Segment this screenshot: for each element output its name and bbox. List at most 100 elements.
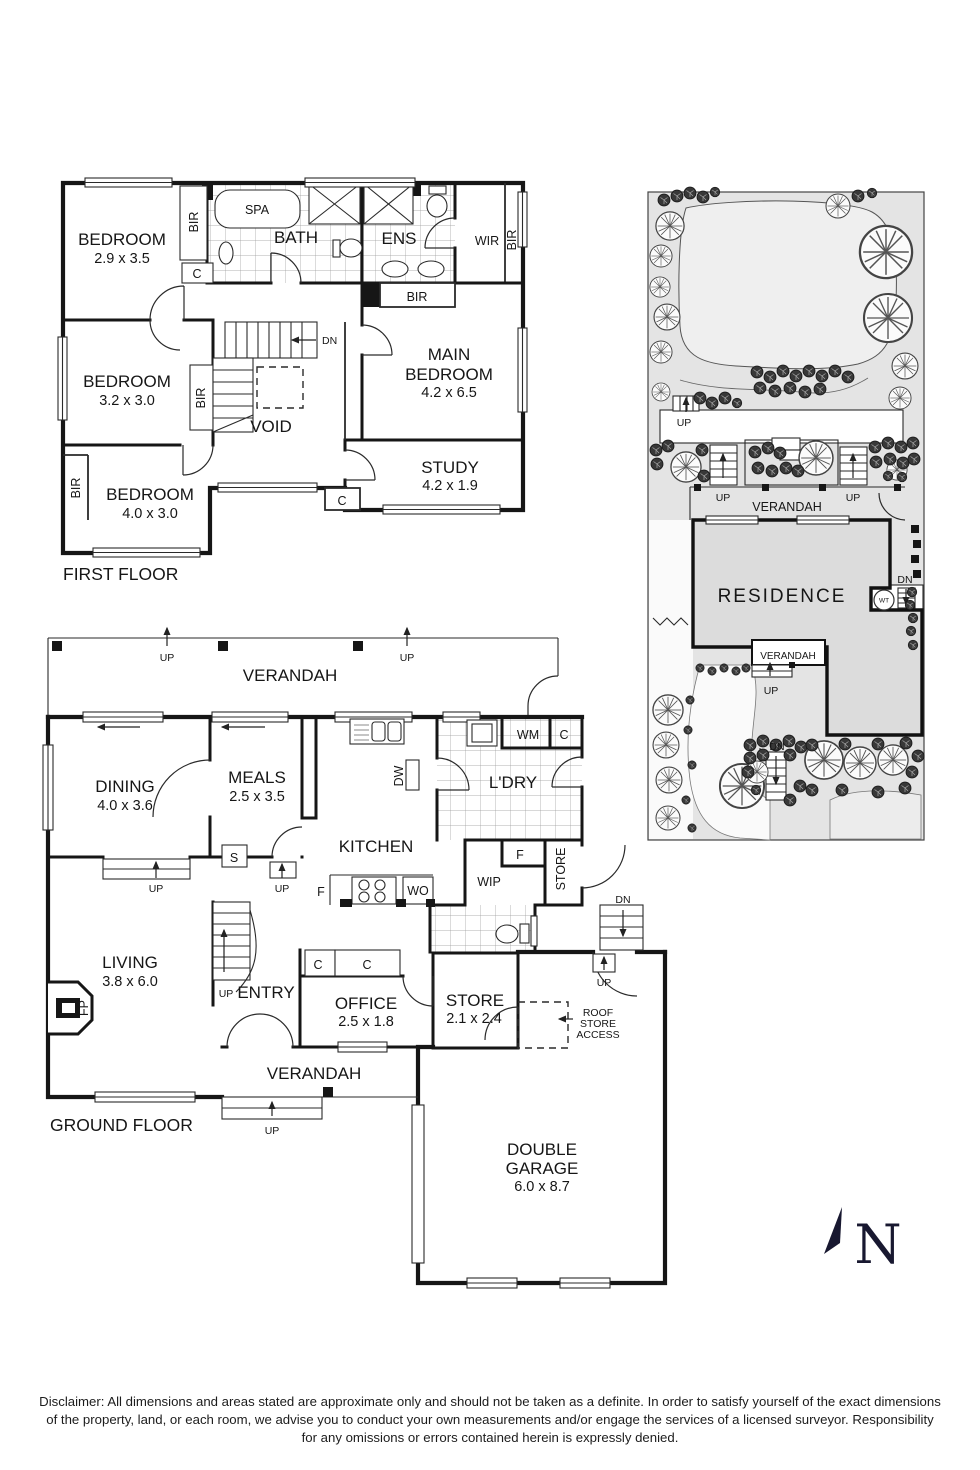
rear-steps xyxy=(592,904,644,973)
first-floor-title: FIRST FLOOR xyxy=(63,564,178,584)
wc-toilet-icon xyxy=(495,915,538,947)
label-bir: BIR xyxy=(187,212,201,233)
north-arrow-icon xyxy=(824,1207,842,1254)
label-bir: BIR xyxy=(194,388,208,409)
dim-garage: 6.0 x 8.7 xyxy=(514,1179,570,1195)
label-up: UP xyxy=(275,883,290,895)
north-letter: N xyxy=(854,1213,901,1276)
label-s: S xyxy=(230,851,238,865)
label-roof-access-3: ACCESS xyxy=(576,1029,619,1041)
site-verandah xyxy=(689,484,906,521)
label-up: UP xyxy=(716,492,731,504)
dishwasher-icon xyxy=(405,759,420,791)
label-wip: WIP xyxy=(477,875,501,889)
roof-store-access-outline xyxy=(517,1001,569,1049)
label-up: UP xyxy=(846,492,861,504)
label-bir: BIR xyxy=(407,290,428,304)
label-c: C xyxy=(192,267,201,281)
label-dn: DN xyxy=(322,335,337,347)
gate-icon xyxy=(652,617,689,626)
step-icon xyxy=(102,858,297,880)
label-bir: BIR xyxy=(505,230,519,251)
label-dn: DN xyxy=(897,574,912,586)
void-dashed-outline xyxy=(256,366,304,409)
dim-bedroom1: 2.9 x 3.5 xyxy=(94,251,150,267)
window xyxy=(42,711,611,1289)
dim-store: 2.1 x 2.4 xyxy=(446,1011,502,1027)
label-verandah: VERANDAH xyxy=(243,666,337,685)
site-plan: WT xyxy=(647,186,925,841)
dim-bedroom2: 3.2 x 3.0 xyxy=(99,393,155,409)
room-label-meals: MEALS xyxy=(228,768,286,787)
window xyxy=(57,177,528,558)
room-label-kitchen: KITCHEN xyxy=(339,837,414,856)
room-label-garage2: GARAGE xyxy=(506,1159,579,1178)
room-label-bedroom2: BEDROOM xyxy=(83,372,171,391)
c-closet xyxy=(324,487,361,511)
label-roof-access-1: ROOF xyxy=(583,1007,613,1019)
wall-pier xyxy=(413,183,421,196)
water-tank-icon: WT xyxy=(873,589,895,611)
label-up: UP xyxy=(219,988,234,1000)
disclaimer-line3: for any omissions or errors contained he… xyxy=(302,1430,679,1445)
ground-floor-title: GROUND FLOOR xyxy=(50,1115,193,1135)
room-label-dining: DINING xyxy=(95,777,155,796)
disclaimer: Disclaimer: All dimensions and areas sta… xyxy=(39,1394,941,1445)
room-label-bedroom1: BEDROOM xyxy=(78,230,166,249)
label-wo: WO xyxy=(407,884,429,898)
room-label-garage1: DOUBLE xyxy=(507,1140,577,1159)
shower-icon xyxy=(308,183,361,225)
lawn-area xyxy=(678,200,897,370)
label-residence: RESIDENCE xyxy=(718,586,847,607)
room-label-living: LIVING xyxy=(102,953,158,972)
label-bir: BIR xyxy=(69,478,83,499)
label-verandah2: VERANDAH xyxy=(267,1064,361,1083)
room-label-wir: WIR xyxy=(475,234,499,248)
site-verandah2 xyxy=(751,639,826,678)
rear-lawn-patch xyxy=(829,790,922,840)
garden-steps xyxy=(672,395,868,486)
garage-side-door xyxy=(411,1104,425,1264)
c-closet xyxy=(181,262,214,284)
dim-main-bedroom: 4.2 x 6.5 xyxy=(421,385,477,401)
verandah-structure xyxy=(47,626,559,717)
residence-windows xyxy=(705,515,850,525)
spa-bath-icon xyxy=(214,189,301,229)
label-f: F xyxy=(317,885,325,899)
disclaimer-line2: of the property, land, or each room, we … xyxy=(46,1412,934,1427)
bir-robe xyxy=(379,282,456,308)
basin-icon xyxy=(381,260,409,278)
room-label-study: STUDY xyxy=(421,458,479,477)
room-label-laundry: L'DRY xyxy=(489,773,537,792)
fireplace-icon xyxy=(46,980,94,1036)
disclaimer-line1: Disclaimer: All dimensions and areas sta… xyxy=(39,1394,941,1409)
room-label-entry: ENTRY xyxy=(237,983,294,1002)
label-f: F xyxy=(516,848,524,862)
label-roof-access-2: STORE xyxy=(580,1018,616,1030)
staircase xyxy=(212,321,318,433)
basin-icon xyxy=(218,241,234,265)
shower-icon xyxy=(363,183,414,225)
label-void: VOID xyxy=(250,417,292,436)
dim-bedroom3: 4.0 x 3.0 xyxy=(122,506,178,522)
laundry-trough-icon xyxy=(466,719,498,747)
wc-tiles xyxy=(430,905,535,952)
room-label-ens: ENS xyxy=(382,229,417,248)
label-site-verandah: VERANDAH xyxy=(752,500,821,514)
label-up: UP xyxy=(677,417,692,429)
c-closet xyxy=(334,949,401,977)
north-arrow: N xyxy=(824,1207,902,1276)
basin-icon xyxy=(417,260,445,278)
dim-meals: 2.5 x 3.5 xyxy=(229,789,285,805)
label-fp: FP xyxy=(77,1000,91,1016)
wall-pier xyxy=(362,283,380,307)
kitchen-sink-icon xyxy=(349,718,405,745)
label-up: UP xyxy=(400,652,415,664)
toilet-icon xyxy=(332,238,363,258)
dim-study: 4.2 x 1.9 xyxy=(422,478,478,494)
room-label-main-bedroom2: BEDROOM xyxy=(405,365,493,384)
label-c: C xyxy=(337,494,346,508)
label-up: UP xyxy=(265,1125,280,1137)
cooktop-icon xyxy=(351,876,397,905)
